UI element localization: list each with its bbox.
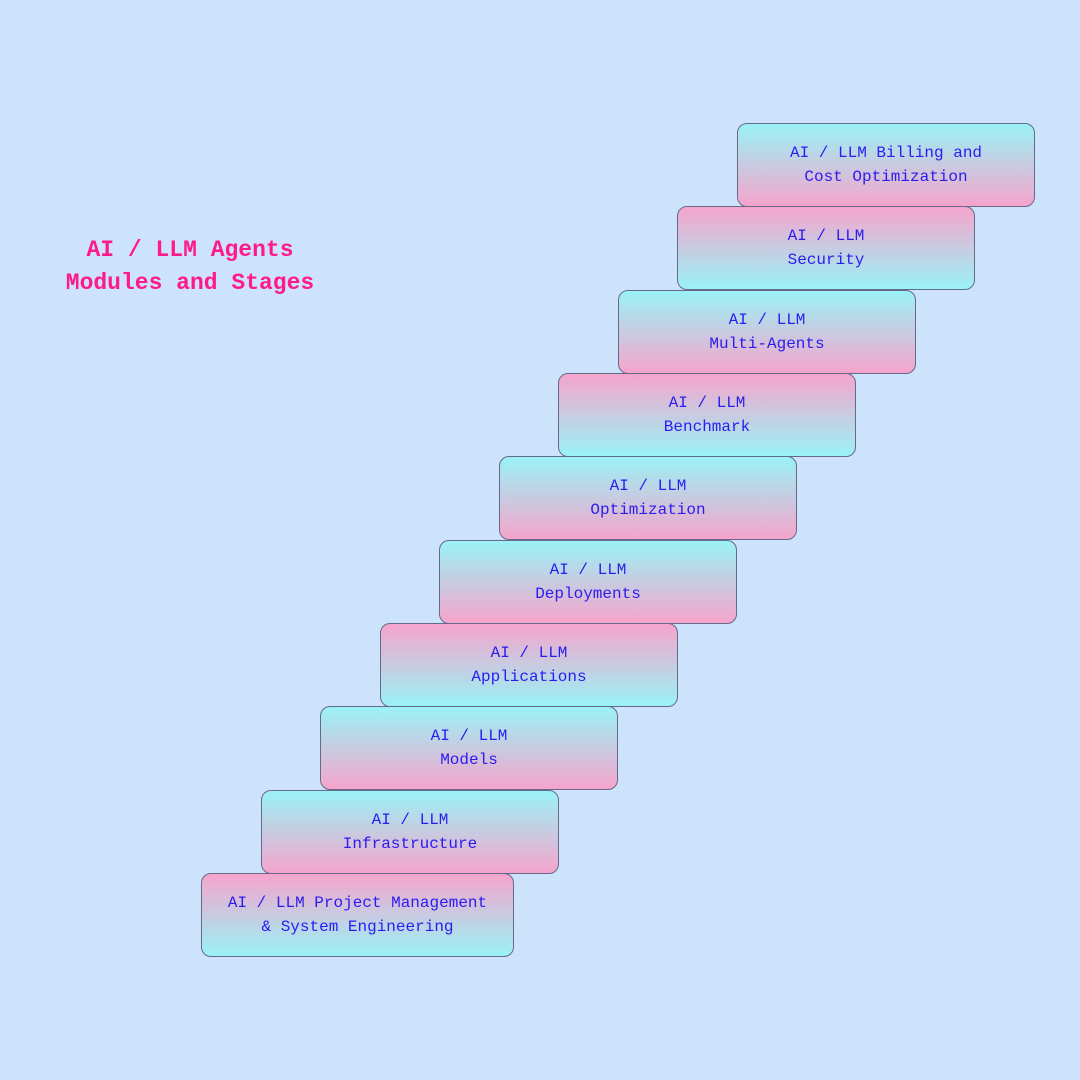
- step-line-1: AI / LLM: [609, 477, 687, 495]
- step-multi-agents: AI / LLM Multi-Agents: [618, 290, 916, 374]
- step-line-1: AI / LLM: [490, 644, 568, 662]
- step-line-2: Multi-Agents: [709, 335, 825, 353]
- step-line-2: & System Engineering: [261, 918, 454, 936]
- step-line-2: Models: [440, 751, 498, 769]
- step-line-1: AI / LLM: [728, 311, 806, 329]
- step-line-1: AI / LLM Billing and: [789, 144, 983, 162]
- step-models: AI / LLM Models: [320, 706, 618, 790]
- step-line-2: Cost Optimization: [804, 168, 968, 186]
- step-line-2: Benchmark: [663, 418, 751, 436]
- step-project-management: AI / LLM Project Management & System Eng…: [201, 873, 514, 957]
- step-applications: AI / LLM Applications: [380, 623, 678, 707]
- step-benchmark: AI / LLM Benchmark: [558, 373, 856, 457]
- step-line-2: Security: [787, 251, 865, 269]
- step-line-1: AI / LLM: [371, 811, 449, 829]
- step-billing-cost-optimization: AI / LLM Billing and Cost Optimization: [737, 123, 1035, 207]
- step-security: AI / LLM Security: [677, 206, 975, 290]
- diagram-title: AI / LLM Agents Modules and Stages: [40, 234, 340, 300]
- step-line-1: AI / LLM: [787, 227, 865, 245]
- step-line-2: Infrastructure: [342, 835, 478, 853]
- step-line-2: Applications: [471, 668, 587, 686]
- step-line-2: Deployments: [535, 585, 641, 603]
- step-optimization: AI / LLM Optimization: [499, 456, 797, 540]
- step-infrastructure: AI / LLM Infrastructure: [261, 790, 559, 874]
- step-line-1: AI / LLM: [430, 727, 508, 745]
- step-line-2: Optimization: [590, 501, 706, 519]
- step-line-1: AI / LLM: [549, 561, 627, 579]
- step-line-1: AI / LLM Project Management: [227, 894, 488, 912]
- diagram-title-line-2: Modules and Stages: [65, 270, 315, 296]
- step-deployments: AI / LLM Deployments: [439, 540, 737, 624]
- diagram-title-line-1: AI / LLM Agents: [86, 237, 294, 263]
- step-line-1: AI / LLM: [668, 394, 746, 412]
